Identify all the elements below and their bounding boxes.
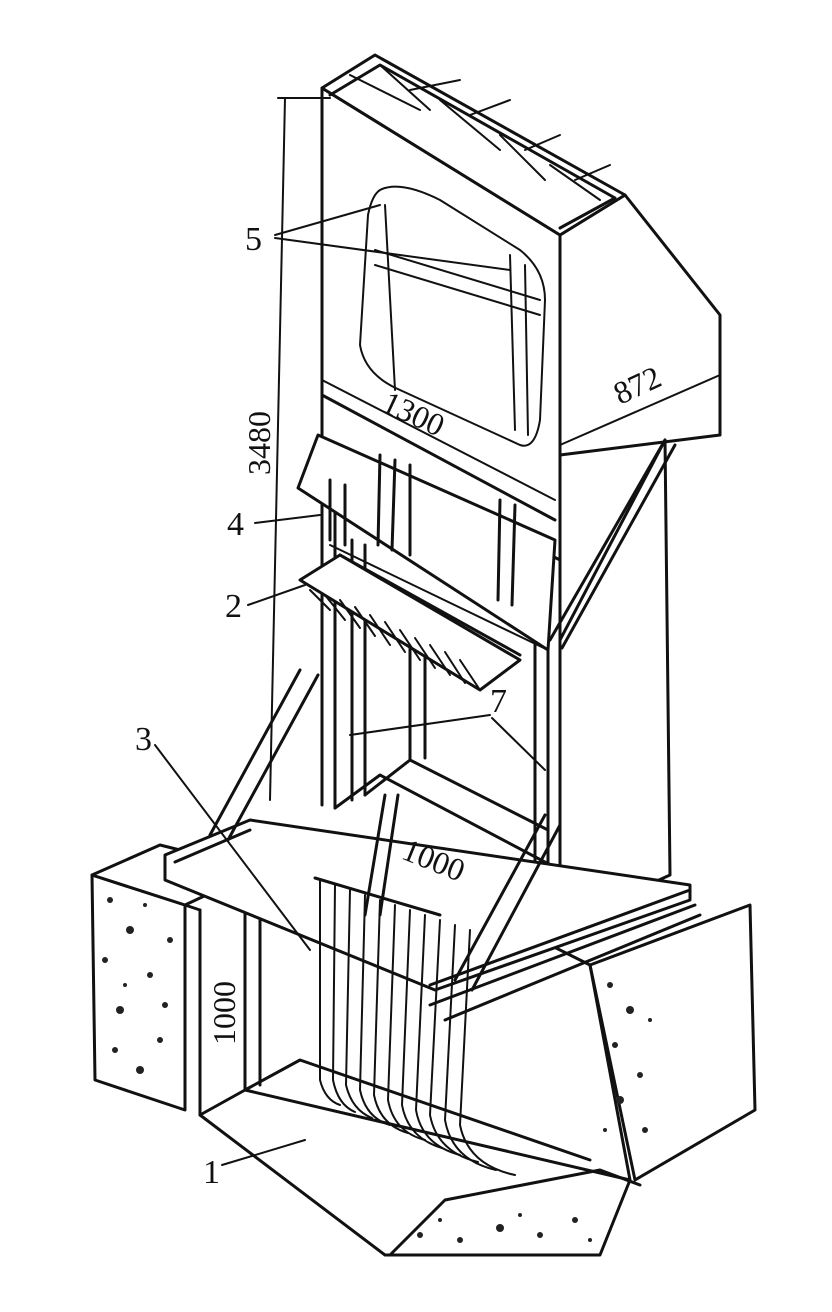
concrete-floor — [198, 1088, 642, 1257]
rake-arms — [208, 668, 562, 992]
dim-1000-channel-depth-text: 1000 — [206, 981, 242, 1045]
upper-housing — [320, 53, 722, 562]
dim-3480-text: 3480 — [241, 411, 277, 475]
part-label-3: 3 — [135, 721, 152, 758]
concrete-right-wall — [588, 903, 757, 1182]
part-label-7: 7 — [490, 683, 507, 720]
bar-screen — [313, 876, 516, 1176]
concrete-texture — [102, 897, 652, 1243]
leader-lines — [154, 204, 546, 1166]
part-label-5: 5 — [245, 221, 262, 258]
dim-872 — [559, 374, 721, 446]
bottom-rails — [163, 818, 702, 1022]
cross-plate — [296, 433, 557, 652]
part-label-1: 1 — [203, 1154, 220, 1191]
rake-comb — [298, 553, 522, 692]
dim-3480 — [269, 97, 331, 801]
part-label-2: 2 — [225, 588, 242, 625]
part-label-4: 4 — [227, 506, 244, 543]
dim-1300 — [321, 379, 556, 501]
